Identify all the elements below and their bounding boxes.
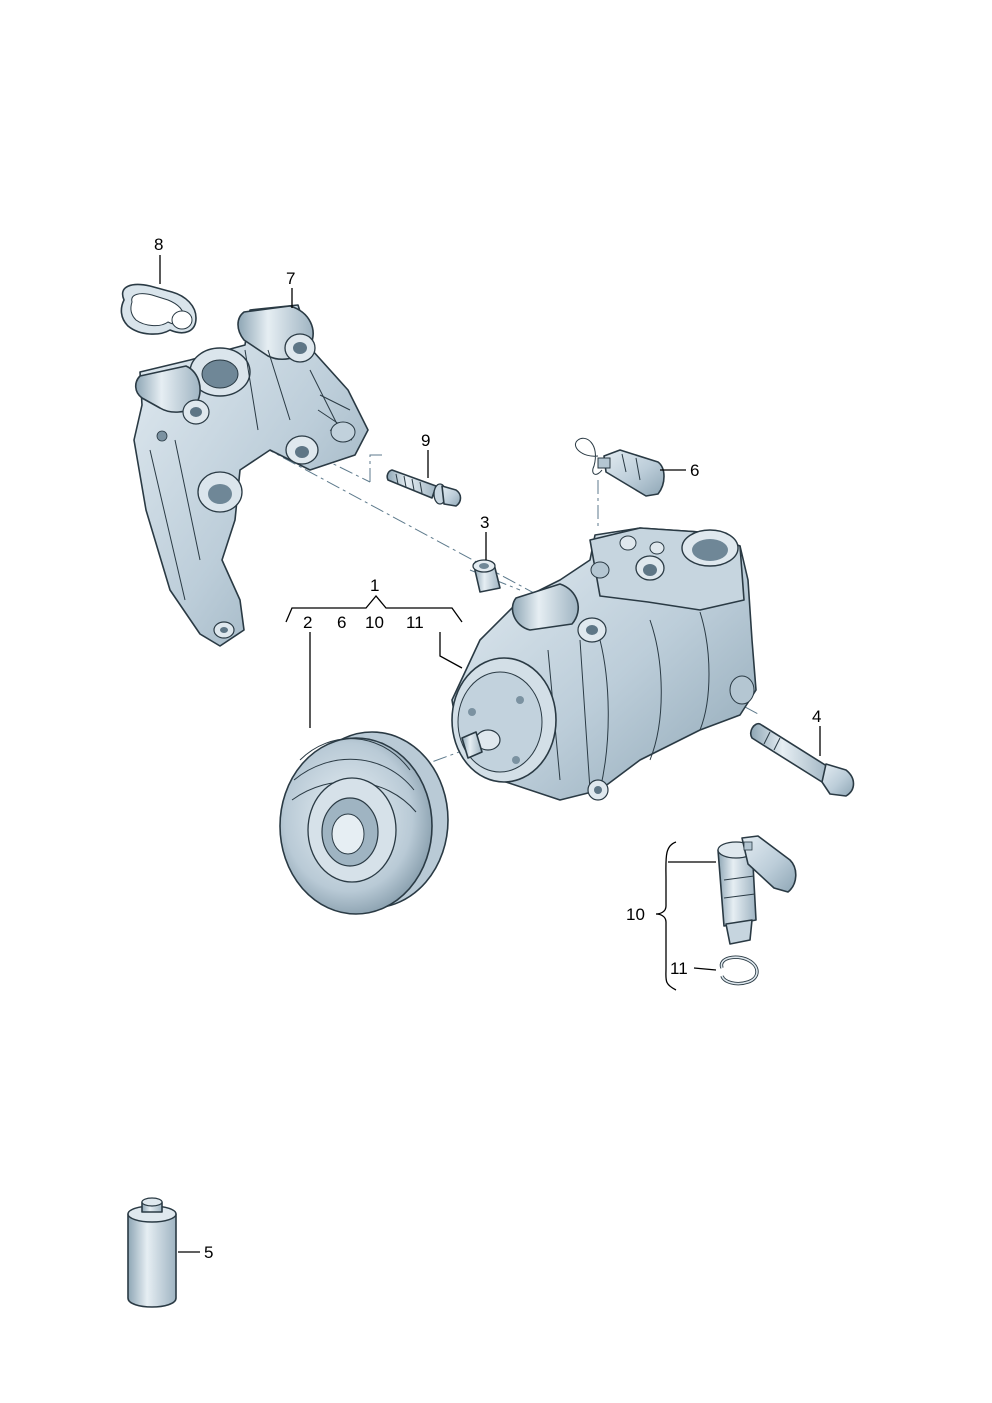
callout-5: 5 xyxy=(204,1243,213,1262)
callout-3: 3 xyxy=(480,513,489,532)
part-11-snap-ring[interactable] xyxy=(719,955,759,986)
callout-9: 9 xyxy=(421,431,430,450)
part-1-ac-compressor[interactable] xyxy=(451,527,757,801)
part-8-seal-gasket[interactable] xyxy=(120,283,197,335)
callout-11b: 11 xyxy=(670,959,688,978)
callout-4: 4 xyxy=(812,707,821,726)
part-2-belt-pulley[interactable] xyxy=(279,731,449,915)
callout-1: 1 xyxy=(370,576,379,595)
part-3-bushing-sleeve[interactable] xyxy=(472,559,501,593)
callout-6: 6 xyxy=(690,461,699,480)
leader-lines xyxy=(159,255,821,1253)
part-6-sensor-connector[interactable] xyxy=(575,437,665,497)
callout-8: 8 xyxy=(154,235,163,254)
part-5-oil-bottle[interactable] xyxy=(127,1197,177,1308)
callout-labels: 8 7 9 6 3 1 2 6 10 11 4 10 11 5 xyxy=(154,235,821,1262)
part-4-mounting-bolt[interactable] xyxy=(749,722,855,797)
part-9-flange-bolt[interactable] xyxy=(386,469,462,507)
callout-6b: 6 xyxy=(337,613,346,632)
callout-7: 7 xyxy=(286,269,295,288)
callout-10b: 10 xyxy=(626,905,645,924)
callout-11: 11 xyxy=(406,613,424,632)
callout-10: 10 xyxy=(365,613,384,632)
callout-2: 2 xyxy=(303,613,312,632)
part-7-mounting-bracket[interactable] xyxy=(133,304,369,647)
part-10-control-valve[interactable] xyxy=(717,835,797,945)
